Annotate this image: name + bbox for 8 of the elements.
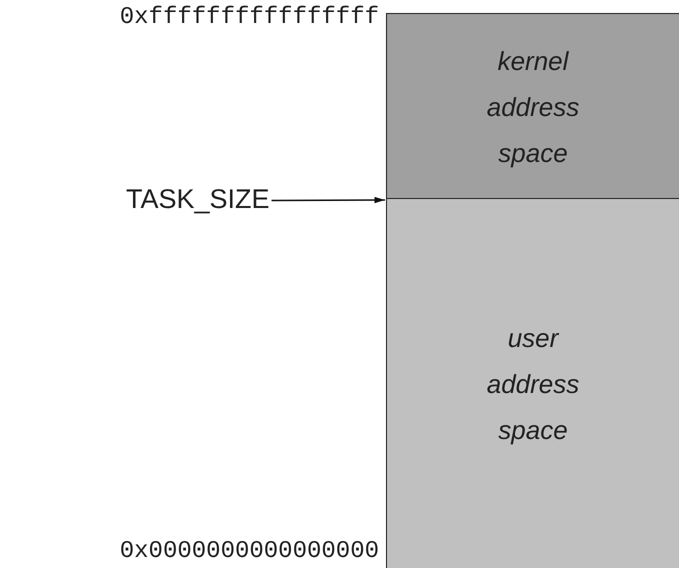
memory-region-box [386,13,679,200]
region-label: user address space [486,322,580,447]
address-label: 0xffffffffffffffff [120,4,379,31]
boundary-label: TASK_SIZE [126,184,270,215]
arrow [272,196,385,204]
address-label: 0x0000000000000000 [120,538,379,565]
region-label: kernel address space [486,44,580,170]
memory-region-box [386,198,679,568]
